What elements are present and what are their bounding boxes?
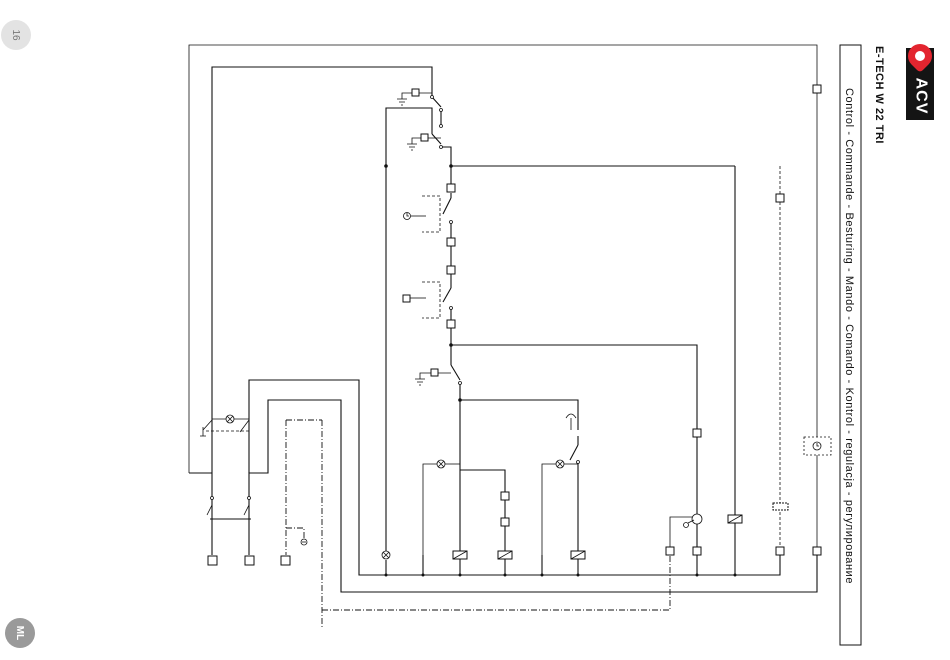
clock-timer-icon	[404, 196, 441, 232]
terminal-block-icon	[501, 85, 821, 555]
earth-ground-icon	[415, 369, 451, 385]
main-phase-wire	[212, 67, 432, 555]
switch-contact-icon	[566, 414, 580, 552]
pump-motor-icon	[670, 437, 702, 547]
lamp-indicator-icon	[423, 460, 460, 555]
terminal-block-icon	[208, 556, 290, 565]
outer-wire	[189, 45, 817, 473]
protective-earth-wire	[286, 420, 670, 628]
pump-terminal	[382, 551, 390, 559]
pressure-switch-icon	[403, 282, 440, 318]
title-frame	[840, 45, 861, 645]
switch-chain	[431, 88, 736, 555]
earth-ground-icon	[397, 89, 432, 105]
main-switch	[200, 415, 251, 519]
earth-ground-icon	[407, 134, 441, 150]
live-wire-2	[384, 108, 432, 555]
bottom-bus	[249, 380, 817, 592]
right-wiring	[735, 93, 831, 575]
